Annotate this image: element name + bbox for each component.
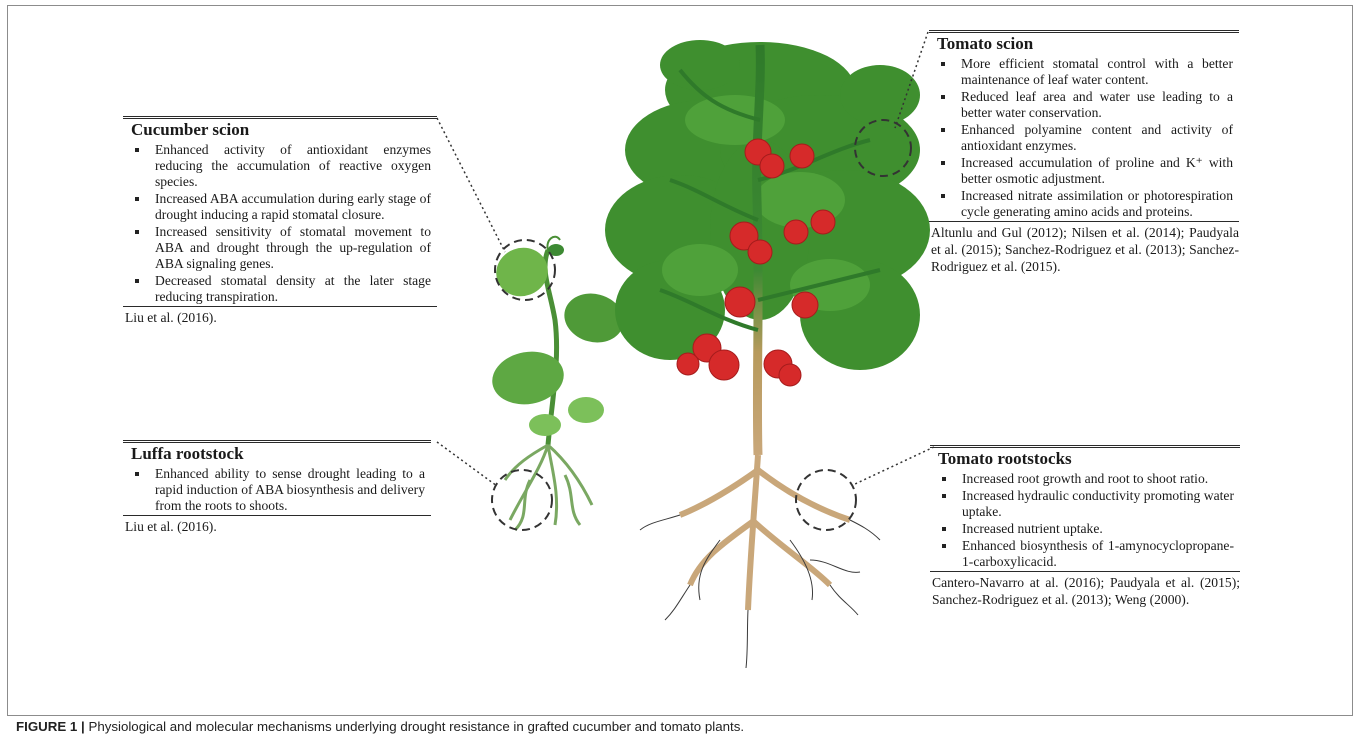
luffa-rootstock-panel: Luffa rootstock Enhanced ability to sens… xyxy=(123,440,431,535)
panel-references: Liu et al. (2016). xyxy=(125,309,437,326)
cucumber-scion-panel: Cucumber scion Enhanced activity of anti… xyxy=(123,116,437,326)
cucumber-plant xyxy=(488,237,629,530)
panel-bottom-rule xyxy=(930,571,1240,572)
panel-bottom-rule xyxy=(123,306,437,307)
panel-top-rule xyxy=(123,116,437,119)
list-item: Enhanced ability to sense drought leadin… xyxy=(155,466,425,514)
tomato-scion-panel: Tomato scion More efficient stomatal con… xyxy=(929,30,1239,275)
tomato-rootstocks-panel: Tomato rootstocks Increased root growth … xyxy=(930,445,1240,608)
list-item: Increased nutrient uptake. xyxy=(962,521,1234,537)
panel-bottom-rule xyxy=(929,221,1239,222)
list-item: Enhanced biosynthesis of 1-amynocyclopro… xyxy=(962,538,1234,570)
panel-title: Cucumber scion xyxy=(131,120,437,140)
panel-top-rule xyxy=(929,30,1239,33)
tomato-plant xyxy=(605,40,930,668)
list-item: Increased root growth and root to shoot … xyxy=(962,471,1234,487)
bullet-list: Increased root growth and root to shoot … xyxy=(930,471,1240,570)
list-item: Enhanced activity of antioxidant enzymes… xyxy=(155,142,431,190)
panel-bottom-rule xyxy=(123,515,431,516)
list-item: Decreased stomatal density at the later … xyxy=(155,273,431,305)
bullet-list: Enhanced ability to sense drought leadin… xyxy=(123,466,431,514)
figure-caption: FIGURE 1 | Physiological and molecular m… xyxy=(16,719,744,734)
list-item: Increased sensitivity of stomatal moveme… xyxy=(155,224,431,272)
panel-top-rule xyxy=(930,445,1240,448)
bullet-list: More efficient stomatal control with a b… xyxy=(929,56,1239,220)
panel-references: Liu et al. (2016). xyxy=(125,518,431,535)
panel-top-rule xyxy=(123,440,431,443)
list-item: Reduced leaf area and water use leading … xyxy=(961,89,1233,121)
list-item: Increased ABA accumulation during early … xyxy=(155,191,431,223)
caption-text: Physiological and molecular mechanisms u… xyxy=(85,719,744,734)
list-item: Enhanced polyamine content and activity … xyxy=(961,122,1233,154)
panel-title: Tomato scion xyxy=(937,34,1239,54)
panel-title: Tomato rootstocks xyxy=(938,449,1240,469)
panel-references: Cantero-Navarro at al. (2016); Paudyala … xyxy=(932,574,1240,608)
list-item: Increased accumulation of proline and K⁺… xyxy=(961,155,1233,187)
bullet-list: Enhanced activity of antioxidant enzymes… xyxy=(123,142,437,305)
panel-references: Altunlu and Gul (2012); Nilsen et al. (2… xyxy=(931,224,1239,275)
panel-title: Luffa rootstock xyxy=(131,444,431,464)
list-item: Increased nitrate assimilation or photor… xyxy=(961,188,1233,220)
list-item: Increased hydraulic conductivity promoti… xyxy=(962,488,1234,520)
list-item: More efficient stomatal control with a b… xyxy=(961,56,1233,88)
figure-label: FIGURE 1 | xyxy=(16,719,85,734)
